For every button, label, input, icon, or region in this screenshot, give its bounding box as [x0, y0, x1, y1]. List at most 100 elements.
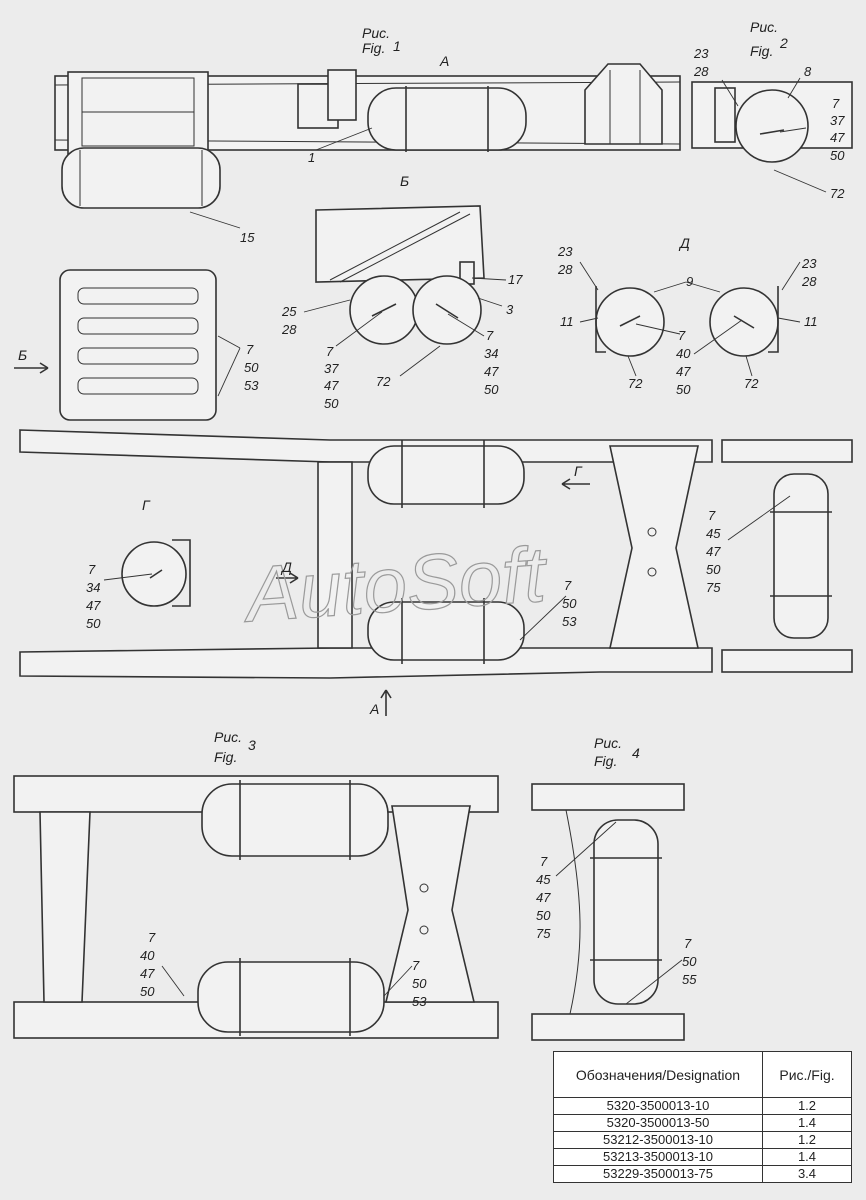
callout-line: 50: [244, 360, 259, 375]
callout-line: 50: [324, 396, 339, 411]
callout-line: 40: [140, 948, 155, 963]
view-d: [595, 286, 779, 357]
section-label-d: Д: [678, 235, 690, 251]
fig1-view-a: [54, 63, 853, 209]
callout-line: 47: [676, 364, 691, 379]
callout-line: 7: [540, 854, 548, 869]
callout-f4-top-stack: 7 45 47 50 75: [536, 854, 551, 941]
callout-line: 75: [706, 580, 721, 595]
callout-v-7-50-53: 7 50 53: [244, 342, 259, 393]
fig3-title: Рис. Fig. 3: [214, 729, 256, 765]
table-row: 5320-3500013-10 1.2: [553, 1097, 852, 1115]
fig4-ru: Рис.: [594, 735, 622, 751]
callout-line: 37: [324, 361, 339, 376]
fig1-title: Рис. Fig. 1: [362, 25, 401, 56]
figure-cell: 1.2: [762, 1131, 852, 1149]
fig3-num: 3: [248, 737, 256, 753]
callout-line: 50: [412, 976, 427, 991]
callout-f3-left-stack: 7 40 47 50: [140, 930, 156, 999]
designation-cell: 5320-3500013-10: [553, 1097, 763, 1115]
callout-line: 47: [324, 378, 339, 393]
section-label-v: Б: [18, 347, 27, 363]
callout-line: 75: [536, 926, 551, 941]
header-figure: Рис./Fig.: [762, 1051, 852, 1098]
fig4-num: 4: [632, 745, 640, 761]
callout-line: 7: [148, 930, 156, 945]
callout-line: 7: [564, 578, 572, 593]
section-label-a: A: [439, 53, 449, 69]
callout-vertical-receiver-stack: 7 45 47 50 75: [706, 508, 721, 595]
callout-f2-8: 8: [804, 64, 812, 79]
callout-line: 50: [676, 382, 691, 397]
callout-d-72-right: 72: [744, 376, 759, 391]
callout-d-9: 9: [686, 274, 693, 289]
designation-cell: 53213-3500013-10: [553, 1148, 763, 1166]
callout-f1-1: 1: [308, 150, 315, 165]
callout-line: 28: [281, 322, 297, 337]
table-row: 53212-3500013-10 1.2: [553, 1131, 852, 1149]
chassis-main-view: [19, 429, 853, 716]
callout-line: 45: [706, 526, 721, 541]
callout-line: 28: [557, 262, 573, 277]
table-row: 5320-3500013-50 1.4: [553, 1114, 852, 1132]
table-header-row: Обозначения/Designation Рис./Fig.: [553, 1051, 852, 1098]
callout-line: 25: [281, 304, 297, 319]
fig3-en: Fig.: [214, 749, 237, 765]
callout-b-72: 72: [376, 374, 391, 389]
callout-f2-7-37-47-50: 7 37 47 50: [830, 96, 845, 163]
callout-d-11-right: 11: [804, 314, 818, 329]
callout-line: 47: [140, 966, 155, 981]
callout-line: 34: [484, 346, 498, 361]
callout-line: 7: [412, 958, 420, 973]
callout-line: 47: [706, 544, 721, 559]
callout-line: 7: [684, 936, 692, 951]
callout-line: 50: [484, 382, 499, 397]
leader-lines: [103, 77, 827, 1005]
callout-line: 53: [562, 614, 577, 629]
table-row: 53229-3500013-75 3.4: [553, 1165, 852, 1183]
callout-f2-72: 72: [830, 186, 845, 201]
figure-cell: 3.4: [762, 1165, 852, 1183]
fig2-title: Рис. Fig. 2: [750, 19, 788, 59]
callout-d-23-28-right: 23 28: [801, 256, 817, 289]
callout-line: 50: [562, 596, 577, 611]
figure-cell: 1.4: [762, 1114, 852, 1132]
header-designation: Обозначения/Designation: [553, 1051, 763, 1098]
callout-line: 55: [682, 972, 697, 987]
section-label-g: Г: [142, 497, 151, 513]
callout-line: 7: [486, 328, 494, 343]
callout-line: 47: [86, 598, 101, 613]
callout-d-23-28-left: 23 28: [557, 244, 573, 277]
callout-line: 50: [830, 148, 845, 163]
callout-line: 40: [676, 346, 691, 361]
callout-line: 34: [86, 580, 100, 595]
fig1-num: 1: [393, 38, 401, 54]
figure-cell: 1.4: [762, 1148, 852, 1166]
figure-cell: 1.2: [762, 1097, 852, 1115]
table-row: 53213-3500013-10 1.4: [553, 1148, 852, 1166]
callout-line: 53: [244, 378, 259, 393]
arrow-label-a: A: [369, 701, 379, 717]
callout-b-left-stack: 7 37 47 50: [324, 344, 339, 411]
callout-line: 50: [682, 954, 697, 969]
callout-d-center-stack: 7 40 47 50: [676, 328, 691, 397]
fig2-ru: Рис.: [750, 19, 778, 35]
callout-line: 23: [557, 244, 573, 259]
designation-cell: 53212-3500013-10: [553, 1131, 763, 1149]
callout-f3-right-stack: 7 50 53: [412, 958, 427, 1009]
callout-line: 47: [484, 364, 499, 379]
watermark-text: AutoSoft: [239, 530, 551, 639]
callout-d-72-left: 72: [628, 376, 643, 391]
fig2-en: Fig.: [750, 43, 773, 59]
callout-b-25-28: 25 28: [281, 304, 297, 337]
callout-main-7-50-53: 7 50 53: [562, 578, 577, 629]
view-b: [315, 205, 485, 345]
callout-line: 7: [326, 344, 334, 359]
arrow-label-g: Г: [574, 463, 583, 479]
view-v: [14, 269, 217, 421]
callout-line: 23: [801, 256, 817, 271]
callout-f4-bottom-stack: 7 50 55: [682, 936, 697, 987]
fig4-en: Fig.: [594, 753, 617, 769]
callout-line: 45: [536, 872, 551, 887]
callout-g-stack: 7 34 47 50: [86, 562, 101, 631]
